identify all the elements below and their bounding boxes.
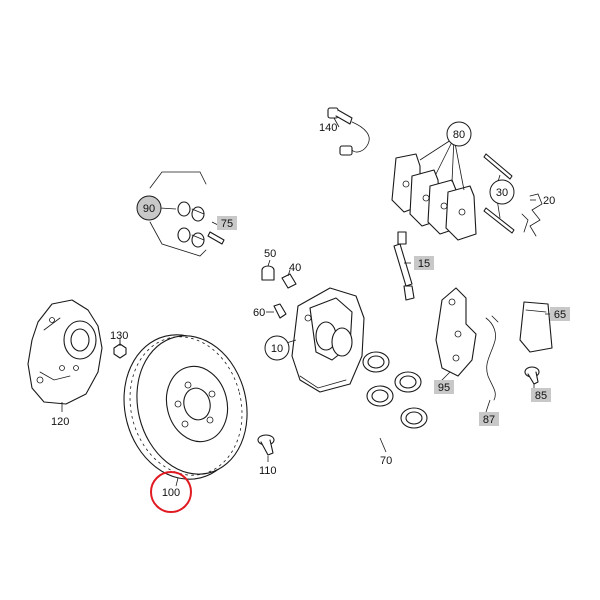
label-80[interactable]: 80 [453, 129, 465, 141]
label-140[interactable]: 140 [319, 122, 337, 134]
part-60-bolt[interactable] [273, 303, 287, 319]
part-70-seals[interactable] [362, 351, 428, 429]
label-85-box[interactable] [531, 388, 551, 402]
label-100-highlight-circle[interactable] [150, 471, 192, 513]
label-75[interactable]: 75 [221, 218, 233, 230]
label-65[interactable]: 65 [554, 309, 566, 321]
label-90[interactable]: 90 [143, 203, 155, 215]
label-15[interactable]: 15 [418, 258, 430, 270]
part-100-brake-disc[interactable] [109, 322, 261, 492]
part-90-repair-kit[interactable] [149, 171, 207, 257]
label-30[interactable]: 30 [496, 187, 508, 199]
label-100[interactable]: 100 [162, 487, 180, 499]
label-10[interactable]: 10 [271, 343, 283, 355]
label-87-box[interactable] [479, 412, 499, 426]
part-15-brake-hose[interactable] [393, 231, 415, 301]
label-70[interactable]: 70 [380, 455, 392, 467]
label-60[interactable]: 60 [253, 307, 265, 319]
part-95-bracket[interactable] [435, 287, 477, 377]
label-75-box[interactable] [217, 216, 237, 230]
label-87[interactable]: 87 [483, 414, 495, 426]
label-65-box[interactable] [550, 307, 570, 321]
label-85[interactable]: 85 [535, 390, 547, 402]
label-80-circle[interactable] [446, 121, 472, 147]
label-20[interactable]: 20 [543, 195, 555, 207]
label-95-box[interactable] [434, 380, 454, 394]
label-40[interactable]: 40 [289, 262, 301, 274]
part-80-brake-pads[interactable] [391, 153, 477, 241]
part-50-cap[interactable] [261, 265, 275, 281]
label-90-circle[interactable] [136, 195, 162, 221]
part-85-screw[interactable] [524, 366, 540, 385]
part-120-brake-shield[interactable] [27, 299, 103, 405]
part-10-caliper[interactable] [291, 287, 365, 393]
part-110-disc-screw[interactable] [257, 434, 275, 456]
label-50[interactable]: 50 [264, 248, 276, 260]
part-75-bleed-screw[interactable] [207, 231, 225, 245]
label-95[interactable]: 95 [438, 382, 450, 394]
label-120[interactable]: 120 [51, 416, 69, 428]
label-130[interactable]: 130 [110, 330, 128, 342]
part-20-spring-clip[interactable] [521, 193, 543, 237]
part-87-spring[interactable] [485, 315, 499, 401]
label-10-circle[interactable] [264, 335, 290, 361]
label-110[interactable]: 110 [259, 465, 277, 477]
part-30-guide-pins[interactable] [483, 153, 515, 234]
label-15-box[interactable] [414, 256, 434, 270]
part-40-bleeder[interactable] [281, 273, 297, 289]
part-140-wear-sensor[interactable] [327, 107, 370, 156]
label-30-circle[interactable] [489, 179, 515, 205]
part-65-pad[interactable] [519, 301, 553, 353]
